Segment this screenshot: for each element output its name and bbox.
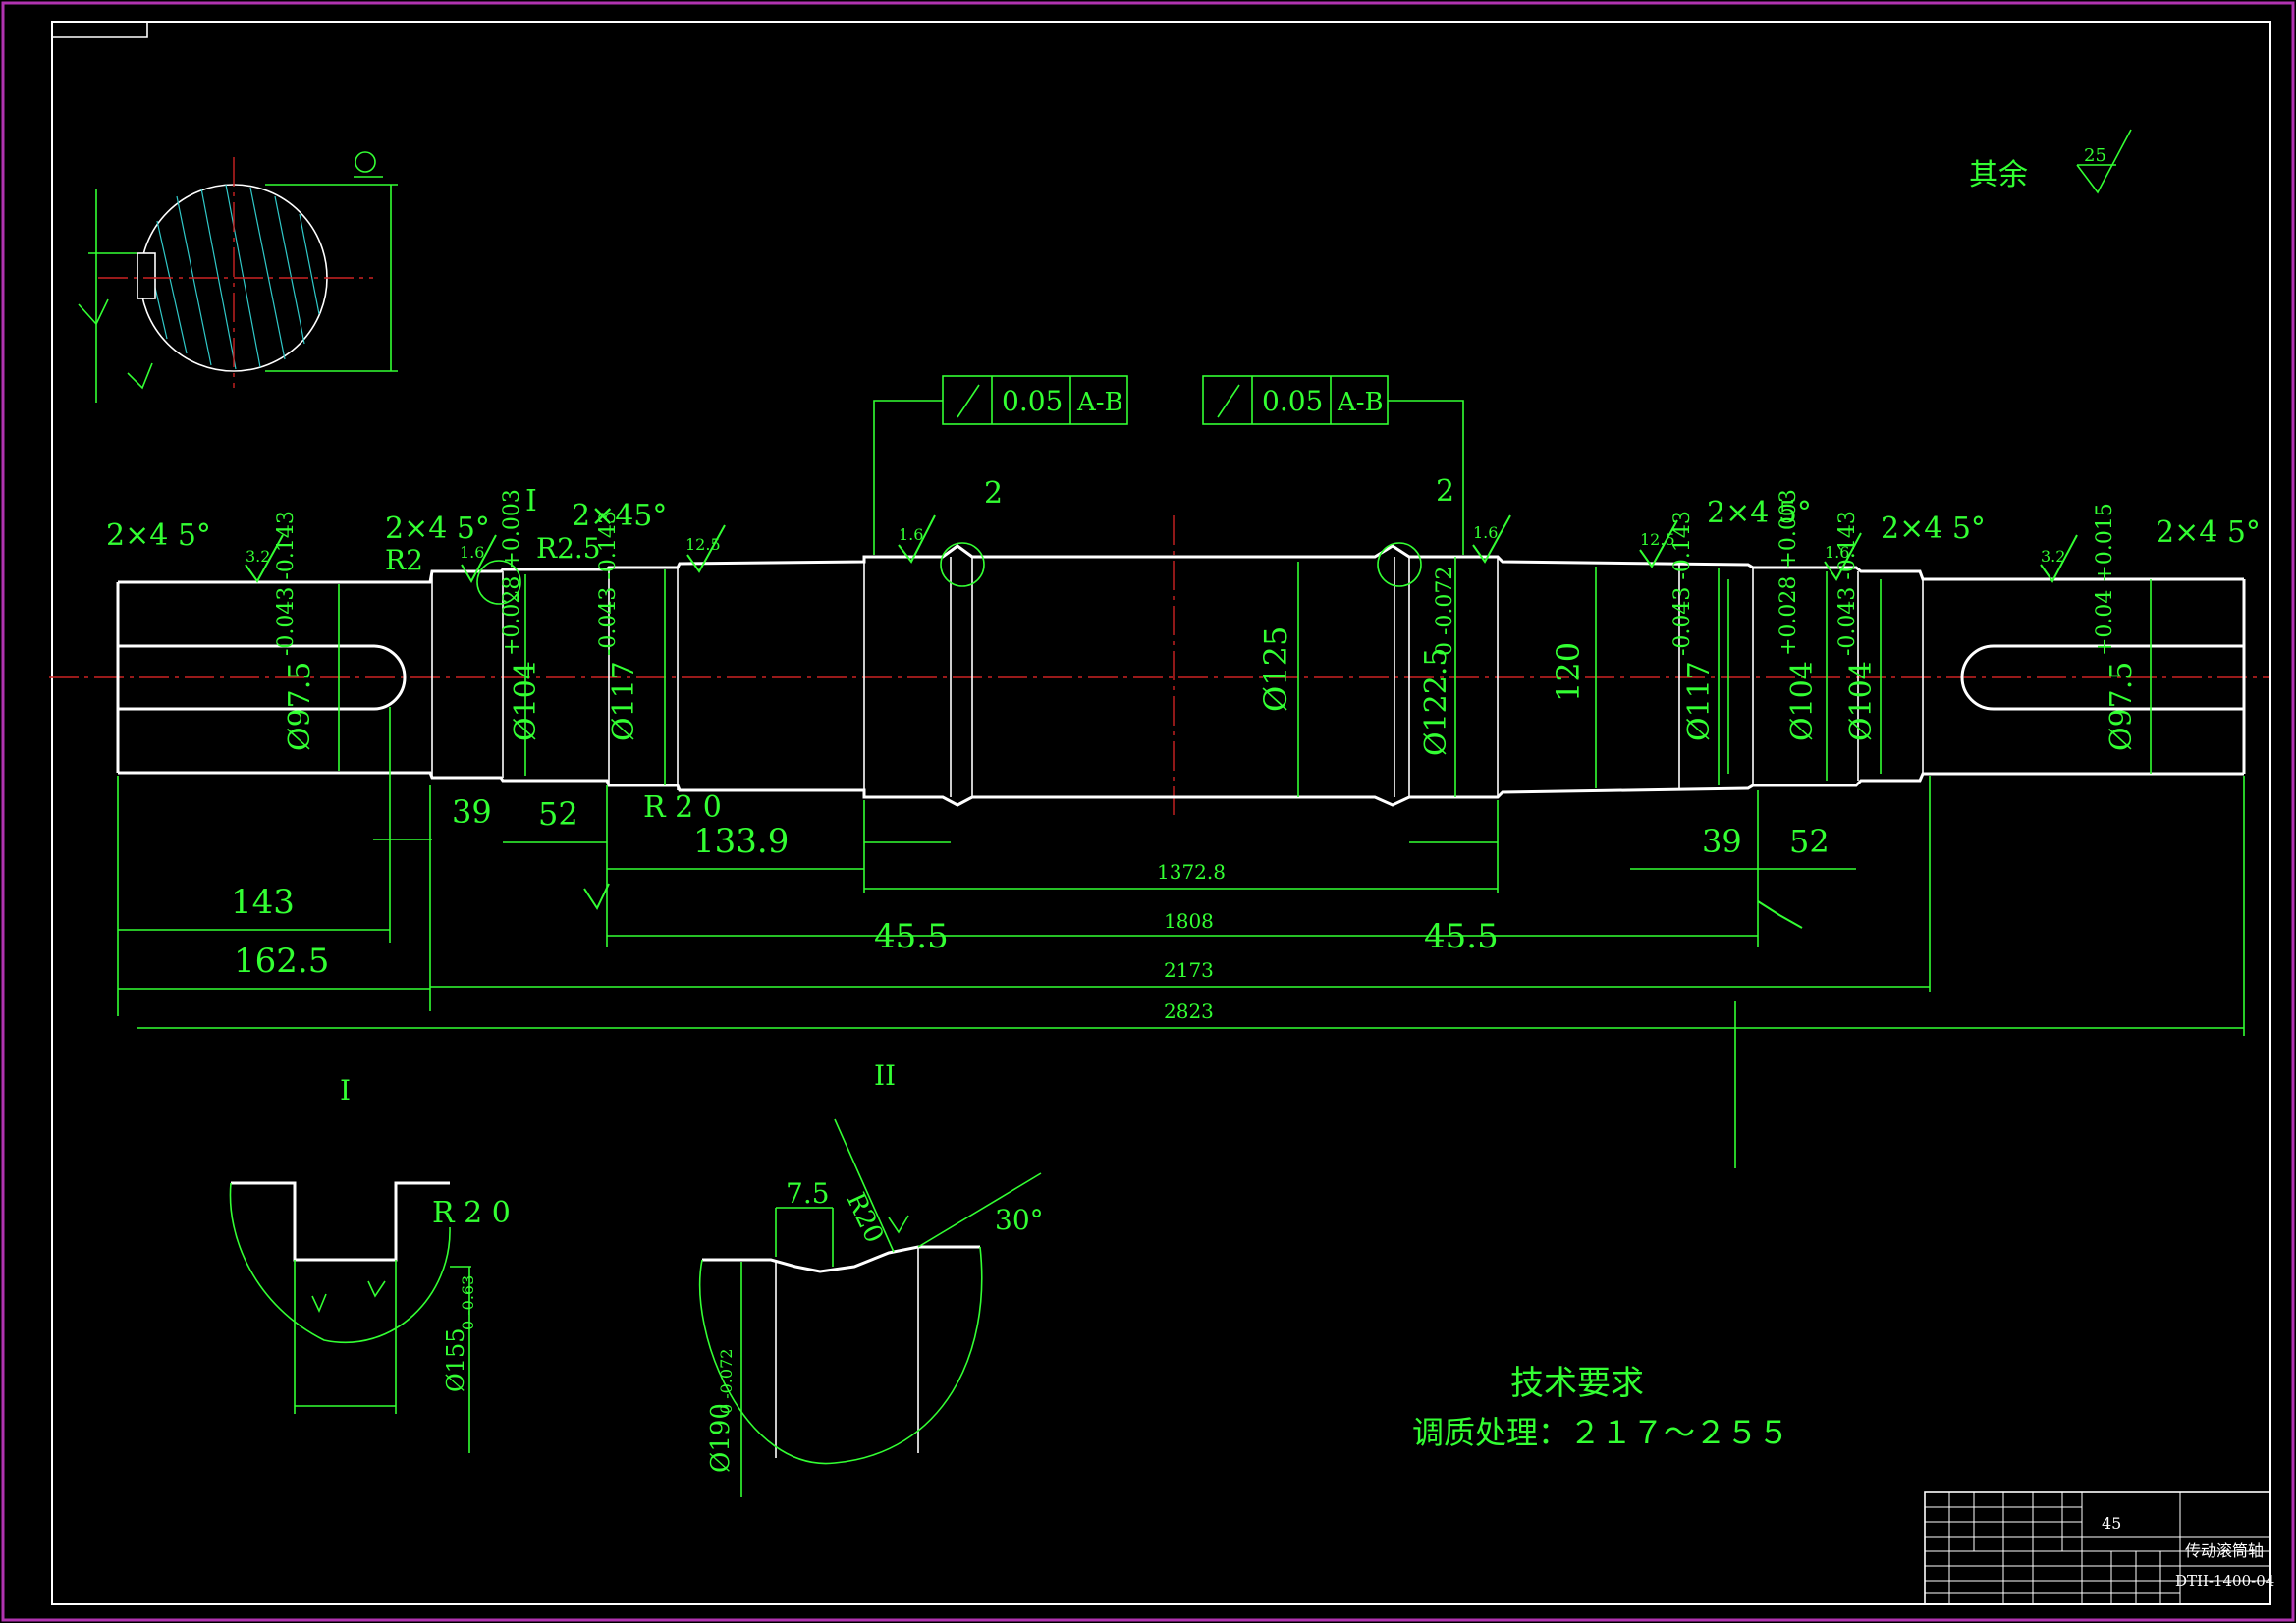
svg-text:A-B: A-B — [1076, 388, 1123, 417]
svg-text:143: 143 — [231, 883, 295, 922]
detail-II-label: II — [874, 1059, 896, 1092]
tech-text: 调质处理：２１７～２５５ — [1412, 1414, 1789, 1451]
svg-text:7.5: 7.5 — [786, 1177, 830, 1210]
svg-text:3.2: 3.2 — [2041, 547, 2065, 566]
svg-text:R2: R2 — [385, 544, 423, 576]
title-block: 45 传动滚筒轴 DTII-1400-04 — [1924, 1491, 2274, 1605]
dimension-texts: 2×4 5° 2×4 5° R2 I 2×45° R2.5 2 2 2×4 5°… — [106, 474, 2261, 1023]
svg-text:52: 52 — [1789, 823, 1830, 860]
svg-text:162.5: 162.5 — [234, 942, 329, 981]
svg-text:2: 2 — [1436, 474, 1454, 509]
svg-text:39: 39 — [1702, 823, 1742, 860]
finish-rest-symbol: 25 — [2076, 129, 2132, 194]
svg-text:3.2: 3.2 — [246, 547, 270, 566]
svg-text:Ø122.5: Ø122.5 — [1419, 648, 1453, 756]
svg-text:传动滚筒轴: 传动滚筒轴 — [2185, 1542, 2264, 1560]
svg-text:Ø125: Ø125 — [1257, 626, 1294, 712]
detail-I-label: I — [340, 1074, 351, 1107]
svg-text:-0.043 -0.143: -0.043 -0.143 — [274, 511, 299, 656]
svg-text:Ø97.5: Ø97.5 — [283, 662, 317, 751]
svg-text:133.9: 133.9 — [693, 822, 789, 861]
tolerance-frame-1: 0.05 A-B — [873, 375, 1128, 555]
svg-text:+0.028 +0.003: +0.028 +0.003 — [500, 489, 524, 656]
svg-text:Ø104: Ø104 — [1785, 661, 1820, 741]
svg-text:-0.043 -0.143: -0.043 -0.143 — [1670, 511, 1695, 656]
svg-text:120: 120 — [1550, 642, 1587, 702]
svg-text:R20: R20 — [841, 1188, 889, 1247]
svg-text:12.5: 12.5 — [1640, 530, 1675, 549]
svg-text:25: 25 — [2084, 145, 2106, 166]
svg-text:R 2 0: R 2 0 — [643, 790, 722, 825]
svg-text:R 2 0: R 2 0 — [432, 1196, 511, 1230]
svg-text:1.6: 1.6 — [460, 543, 484, 562]
svg-text:A-B: A-B — [1337, 388, 1384, 417]
dimension-lines — [117, 557, 2245, 1168]
roughness-symbols — [245, 514, 2078, 929]
svg-text:Ø104: Ø104 — [1844, 661, 1879, 741]
svg-text:0 -0.072: 0 -0.072 — [1433, 567, 1457, 656]
svg-text:1808: 1808 — [1164, 909, 1214, 933]
svg-text:-0.043 -0.143: -0.043 -0.143 — [596, 511, 621, 656]
svg-text:+0.04 +0.015: +0.04 +0.015 — [2093, 503, 2117, 656]
svg-text:2×4 5°: 2×4 5° — [2156, 515, 2261, 550]
svg-text:Ø104: Ø104 — [509, 661, 543, 741]
frame-tab — [51, 22, 148, 38]
svg-text:2173: 2173 — [1164, 958, 1214, 982]
svg-text:Ø117: Ø117 — [607, 661, 641, 741]
svg-text:2823: 2823 — [1164, 1000, 1214, 1023]
finish-rest-label: 其余 — [1969, 158, 2028, 192]
svg-text:2×4 5°: 2×4 5° — [1881, 512, 1986, 546]
svg-text:1.6: 1.6 — [1473, 523, 1498, 542]
svg-text:1.6: 1.6 — [1825, 543, 1849, 562]
svg-text:R2.5: R2.5 — [536, 532, 601, 565]
svg-text:2×45°: 2×45° — [572, 499, 667, 533]
svg-text:2: 2 — [984, 476, 1003, 511]
svg-text:0.05: 0.05 — [1262, 385, 1323, 417]
detail-II: 7.5 R20 30° Ø190 0 -0.072 — [698, 1118, 1044, 1497]
tolerance-frame-2: 0.05 A-B — [1202, 375, 1464, 555]
tech-title: 技术要求 — [1510, 1364, 1644, 1403]
svg-text:I: I — [525, 484, 537, 518]
svg-text:-0.043 -0.143: -0.043 -0.143 — [1835, 511, 1860, 656]
keyway-section — [78, 151, 398, 403]
svg-text:Ø190: Ø190 — [706, 1403, 736, 1473]
svg-text:45.5: 45.5 — [1424, 917, 1499, 956]
svg-text:+0.028 +0.003: +0.028 +0.003 — [1777, 489, 1801, 656]
shaft-outline — [116, 542, 2246, 807]
svg-text:39: 39 — [452, 793, 492, 831]
svg-text:1372.8: 1372.8 — [1157, 860, 1226, 884]
inner-frame — [51, 21, 2271, 1605]
svg-text:2×4 5°: 2×4 5° — [1707, 496, 1812, 530]
svg-text:0 -0.63: 0 -0.63 — [459, 1275, 477, 1330]
svg-text:45: 45 — [2102, 1514, 2121, 1533]
svg-text:Ø155: Ø155 — [442, 1328, 469, 1392]
svg-text:30°: 30° — [995, 1204, 1044, 1236]
svg-text:2×4 5°: 2×4 5° — [385, 512, 490, 546]
svg-text:DTII-1400-04: DTII-1400-04 — [2175, 1572, 2274, 1590]
detail-I: R 2 0 Ø155 0 -0.63 — [229, 1181, 511, 1453]
svg-text:52: 52 — [538, 795, 578, 833]
svg-text:45.5: 45.5 — [874, 917, 949, 956]
svg-text:1.6: 1.6 — [899, 525, 923, 544]
svg-text:Ø97.5: Ø97.5 — [2105, 662, 2139, 751]
svg-text:0 -0.072: 0 -0.072 — [717, 1349, 736, 1414]
svg-text:2×4 5°: 2×4 5° — [106, 518, 211, 553]
svg-text:Ø117: Ø117 — [1682, 661, 1717, 741]
svg-text:0.05: 0.05 — [1002, 385, 1063, 417]
